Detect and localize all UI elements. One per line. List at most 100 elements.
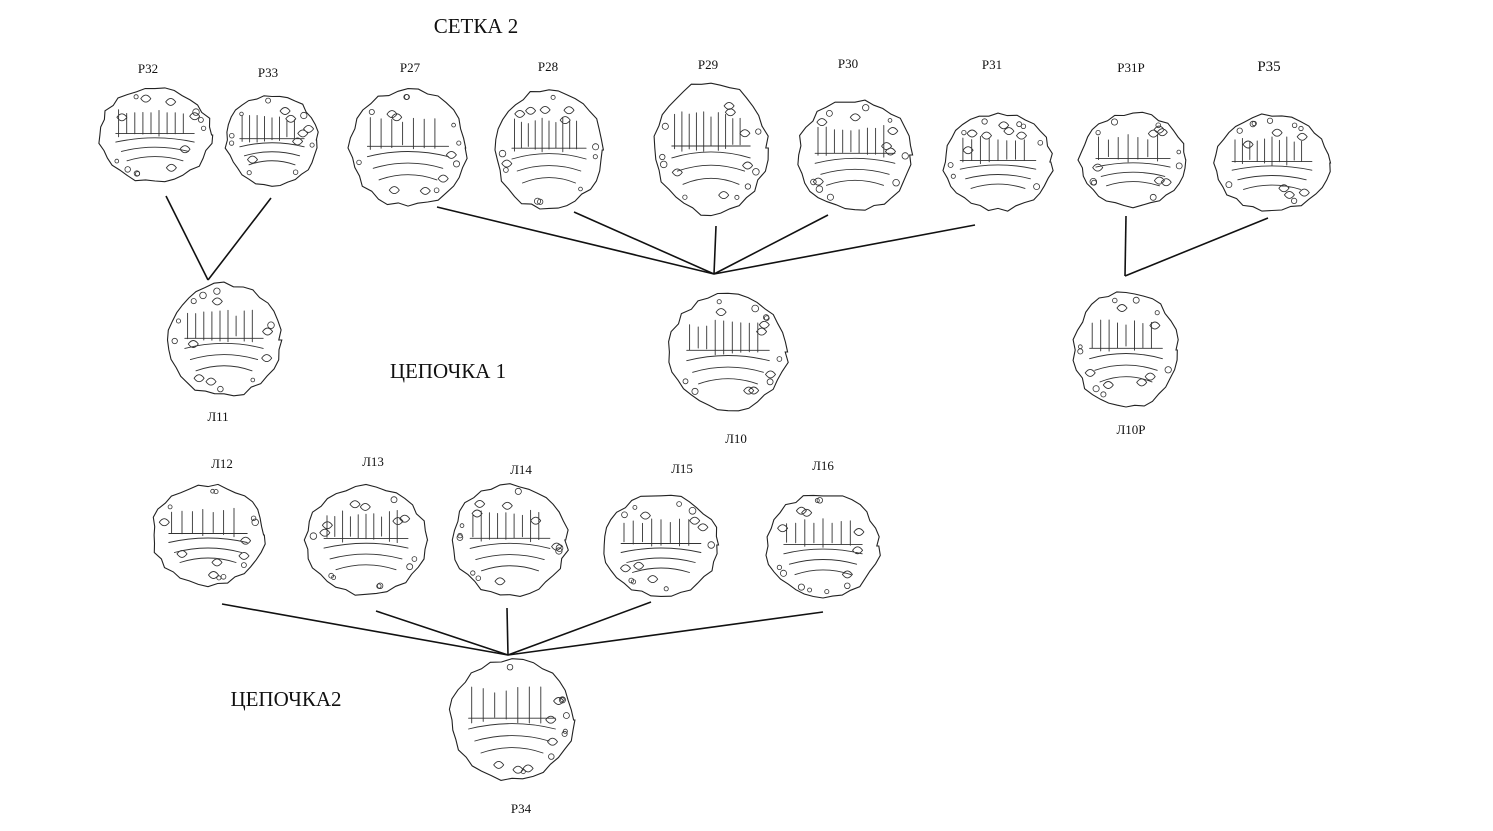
coin-label-r27: Р27 bbox=[400, 60, 421, 75]
coin-dot bbox=[947, 162, 954, 168]
coin-dot bbox=[300, 111, 308, 120]
coin-dot bbox=[1249, 120, 1257, 128]
coin-dot bbox=[682, 194, 688, 200]
coin-r28 bbox=[494, 89, 605, 210]
coin-r31p bbox=[1077, 111, 1187, 209]
coin-dot bbox=[826, 193, 834, 201]
coin-dot bbox=[1149, 193, 1157, 201]
coin-dot bbox=[239, 111, 244, 117]
coin-l16 bbox=[765, 494, 881, 599]
link-r30-l10 bbox=[713, 214, 829, 275]
coin-dot bbox=[411, 556, 418, 562]
coin-dot bbox=[561, 730, 568, 737]
coin-dot bbox=[1037, 140, 1044, 146]
coin-rim bbox=[347, 88, 468, 207]
coin-dot bbox=[1225, 181, 1233, 189]
link-r35-l10p bbox=[1124, 217, 1269, 277]
coin-rim bbox=[942, 112, 1054, 212]
coin-inscription bbox=[671, 101, 754, 200]
coin-label-r29: Р29 bbox=[698, 57, 718, 72]
coin-inscription bbox=[184, 297, 274, 386]
coin-dot bbox=[716, 299, 722, 305]
coin-dot bbox=[459, 523, 465, 528]
coin-dot bbox=[632, 504, 638, 510]
coin-dot bbox=[901, 152, 909, 160]
coin-dot bbox=[114, 158, 120, 164]
coin-dot bbox=[1016, 121, 1023, 128]
coin-l14 bbox=[451, 483, 569, 597]
coin-r34 bbox=[448, 658, 576, 781]
coin-dot bbox=[1112, 297, 1118, 304]
coin-dot bbox=[376, 583, 382, 589]
coin-dot bbox=[887, 118, 893, 123]
coin-dot bbox=[498, 149, 507, 158]
coin-dot bbox=[265, 97, 272, 104]
coin-dot bbox=[816, 497, 823, 504]
coin-dot bbox=[403, 94, 410, 101]
coin-r33 bbox=[224, 95, 319, 187]
coin-dot bbox=[356, 159, 362, 166]
coin-dot bbox=[175, 318, 181, 324]
coin-label-l10p: Л10Р bbox=[1116, 422, 1145, 437]
coin-dot bbox=[213, 287, 221, 295]
link-r32-l11 bbox=[165, 195, 209, 281]
coin-inscription bbox=[501, 105, 587, 184]
coin-dot bbox=[1077, 348, 1084, 355]
coin-label-r35: Р35 bbox=[1257, 59, 1280, 75]
coin-dot bbox=[328, 572, 335, 579]
coin-labels: Р32 Р33 Р27 Р28 Р29 Р30 Р31 Р31Р Р35 Л11… bbox=[138, 56, 1281, 816]
coin-rim bbox=[451, 483, 569, 597]
coin-l10 bbox=[668, 292, 789, 412]
coin-dot bbox=[628, 577, 635, 584]
coin-dot bbox=[751, 304, 759, 313]
coin-dot bbox=[376, 582, 384, 589]
coin-dot bbox=[133, 94, 139, 100]
coin-dot bbox=[1291, 197, 1298, 204]
coin-dot bbox=[267, 321, 275, 329]
coin-dot bbox=[133, 170, 140, 177]
coin-inscription bbox=[468, 686, 565, 774]
coin-inscription bbox=[1084, 304, 1163, 389]
link-l14-r34 bbox=[506, 607, 509, 656]
coin-dot bbox=[1266, 117, 1274, 124]
connection-lines bbox=[165, 195, 1269, 656]
coin-rim bbox=[224, 95, 319, 187]
coin-dot bbox=[246, 170, 252, 176]
coin-dot bbox=[776, 564, 783, 571]
coin-rim bbox=[98, 87, 214, 183]
coin-dot bbox=[309, 532, 318, 540]
coin-dot bbox=[766, 378, 774, 386]
coin-dot bbox=[1100, 391, 1107, 398]
coin-inscription bbox=[1231, 128, 1313, 199]
coin-dot bbox=[844, 582, 851, 589]
coin-dot bbox=[1236, 127, 1243, 134]
coin-dot bbox=[659, 153, 666, 161]
coin-dot bbox=[506, 664, 514, 671]
coin-inscription bbox=[469, 499, 563, 586]
coin-dot bbox=[457, 532, 463, 539]
coin-dot bbox=[213, 489, 219, 495]
coin-dot bbox=[190, 298, 197, 305]
link-r31p-l10p bbox=[1124, 215, 1127, 277]
coin-dot bbox=[744, 183, 752, 190]
coin-dot bbox=[292, 169, 299, 175]
coin-inscription bbox=[686, 308, 776, 395]
coin-label-r34: Р34 bbox=[511, 801, 532, 816]
coin-dot bbox=[250, 377, 256, 383]
coin-dot bbox=[682, 378, 689, 385]
coin-rim bbox=[166, 281, 283, 397]
coin-dot bbox=[555, 544, 564, 552]
coin-dot bbox=[780, 569, 788, 577]
coin-inscription bbox=[812, 113, 899, 186]
coin-dot bbox=[1298, 125, 1304, 132]
coin-rim bbox=[1077, 111, 1187, 209]
coin-label-r28: Р28 bbox=[538, 59, 558, 74]
coin-dot bbox=[592, 154, 598, 160]
coin-rim bbox=[653, 82, 769, 217]
coin-l11 bbox=[166, 281, 283, 397]
coin-dot bbox=[807, 587, 812, 593]
coin-drawings bbox=[98, 82, 1332, 781]
coin-dot bbox=[815, 185, 824, 193]
coin-dot bbox=[621, 511, 628, 519]
